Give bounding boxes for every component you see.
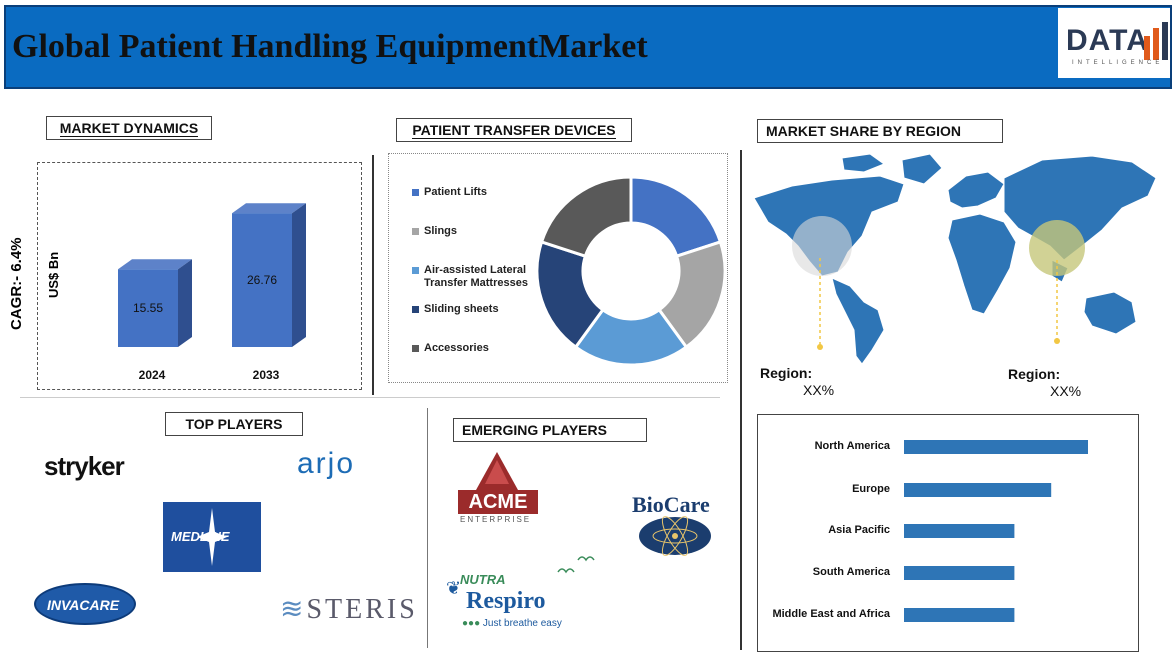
region-highlight-asia — [1029, 220, 1085, 276]
region-bar — [904, 483, 1052, 497]
legend-label: Air-assisted Lateral Transfer Mattresses — [424, 264, 528, 289]
patient-transfer-donut-chart — [535, 175, 727, 367]
cagr-label: CAGR:- 6.4% — [8, 237, 25, 330]
logo-subtext: INTELLIGENCE — [1072, 60, 1164, 66]
market-dynamics-heading: MARKET DYNAMICS — [46, 116, 212, 140]
acme-logo: ACME ENTERPRISE — [458, 452, 538, 526]
legend-swatch — [412, 306, 419, 313]
market-size-bar-chart: 15.55 2024 26.76 2033 — [118, 203, 306, 382]
market-share-heading: MARKET SHARE BY REGION — [757, 119, 1003, 143]
nutra-text: NUTRA — [460, 572, 506, 587]
bar-category-label: 2024 — [139, 368, 166, 382]
logo-bars-icon — [1144, 22, 1168, 60]
legend-swatch — [412, 228, 419, 235]
top-players-heading: TOP PLAYERS — [165, 412, 303, 436]
bar-top-2024 — [118, 259, 192, 270]
region-bar — [904, 440, 1088, 454]
bar-side-2024 — [178, 259, 192, 347]
region-value-2: XX% — [1050, 383, 1082, 399]
patient-transfer-heading: PATIENT TRANSFER DEVICES — [396, 118, 632, 142]
legend-swatch — [412, 189, 419, 196]
bar-value-label: 26.76 — [247, 273, 277, 287]
legend-label: Accessories — [424, 342, 489, 354]
region-label-1: Region: — [760, 365, 813, 381]
legend-item: Accessories — [412, 342, 530, 355]
legend-swatch — [412, 345, 419, 352]
region-bar — [904, 524, 1015, 538]
bar-2024 — [118, 269, 178, 347]
invacare-logo: INVACARE — [34, 583, 136, 625]
medline-logo: MEDLINE — [163, 502, 261, 572]
biocare-atom-icon — [639, 516, 711, 556]
world-map — [753, 153, 1157, 365]
respiro-tagline: ●●● Just breathe easy — [462, 618, 562, 629]
region-bar-panel — [757, 414, 1139, 652]
divider — [427, 408, 428, 648]
region-bar-label: Middle East and Africa — [772, 608, 890, 620]
acme-pyramid-icon — [476, 452, 518, 490]
acme-subtext: ENTERPRISE — [460, 515, 532, 524]
donut-slice — [629, 175, 723, 259]
emerging-players-heading: EMERGING PLAYERS — [453, 418, 647, 442]
birds-icon — [557, 556, 595, 574]
steris-waves-icon: ≋ — [280, 594, 307, 625]
legend-item: Slings — [412, 225, 530, 238]
region-value-1: XX% — [803, 382, 835, 398]
legend-label: Patient Lifts — [424, 186, 487, 198]
stryker-logo: stryker — [44, 451, 125, 481]
legend-item: Patient Lifts — [412, 186, 530, 199]
legend-item: Sliding sheets — [412, 303, 530, 316]
region-bar — [904, 608, 1015, 622]
region-bar — [904, 566, 1015, 580]
steris-logo: ≋STERIS — [280, 592, 418, 626]
legend-label: Sliding sheets — [424, 303, 499, 315]
region-highlight-america — [792, 216, 852, 276]
steris-text: STERIS — [306, 594, 418, 625]
region-bar-label: Asia Pacific — [828, 524, 890, 536]
region-bar-label: North America — [814, 440, 890, 452]
bar-value-label: 15.55 — [133, 301, 163, 315]
legend-item: Air-assisted Lateral Transfer Mattresses — [412, 264, 530, 290]
respiro-text: Respiro — [466, 588, 546, 614]
invacare-text: INVACARE — [47, 597, 120, 613]
legend-label: Slings — [424, 225, 458, 237]
region-bar-label: Europe — [852, 483, 890, 495]
nutra-leaf-icon: ❦ — [446, 578, 462, 598]
unit-label: US$ Bn — [46, 251, 61, 298]
logo-text: DATA — [1066, 24, 1149, 57]
bar-category-label: 2033 — [253, 368, 280, 382]
donut-slice — [539, 175, 633, 259]
bar-top-2033 — [232, 203, 306, 214]
medline-text: MEDLINE — [171, 529, 230, 544]
divider — [372, 155, 374, 395]
region-bar-label: South America — [812, 566, 890, 578]
acme-text: ACME — [458, 490, 538, 514]
legend-swatch — [412, 267, 419, 274]
arjo-logo: arjo — [297, 447, 356, 480]
title-banner — [4, 5, 1172, 89]
divider — [740, 150, 742, 650]
region-bar-chart — [904, 440, 1088, 622]
bar-side-2033 — [292, 203, 306, 347]
company-logo: DATA INTELLIGENCE — [1058, 8, 1170, 78]
biocare-text: BioCare — [632, 492, 710, 517]
bar-2033 — [232, 213, 292, 347]
divider — [20, 397, 720, 398]
market-dynamics-panel — [37, 162, 362, 390]
region-label-2: Region: — [1008, 366, 1061, 382]
page-title: Global Patient Handling EquipmentMarket — [12, 28, 648, 65]
